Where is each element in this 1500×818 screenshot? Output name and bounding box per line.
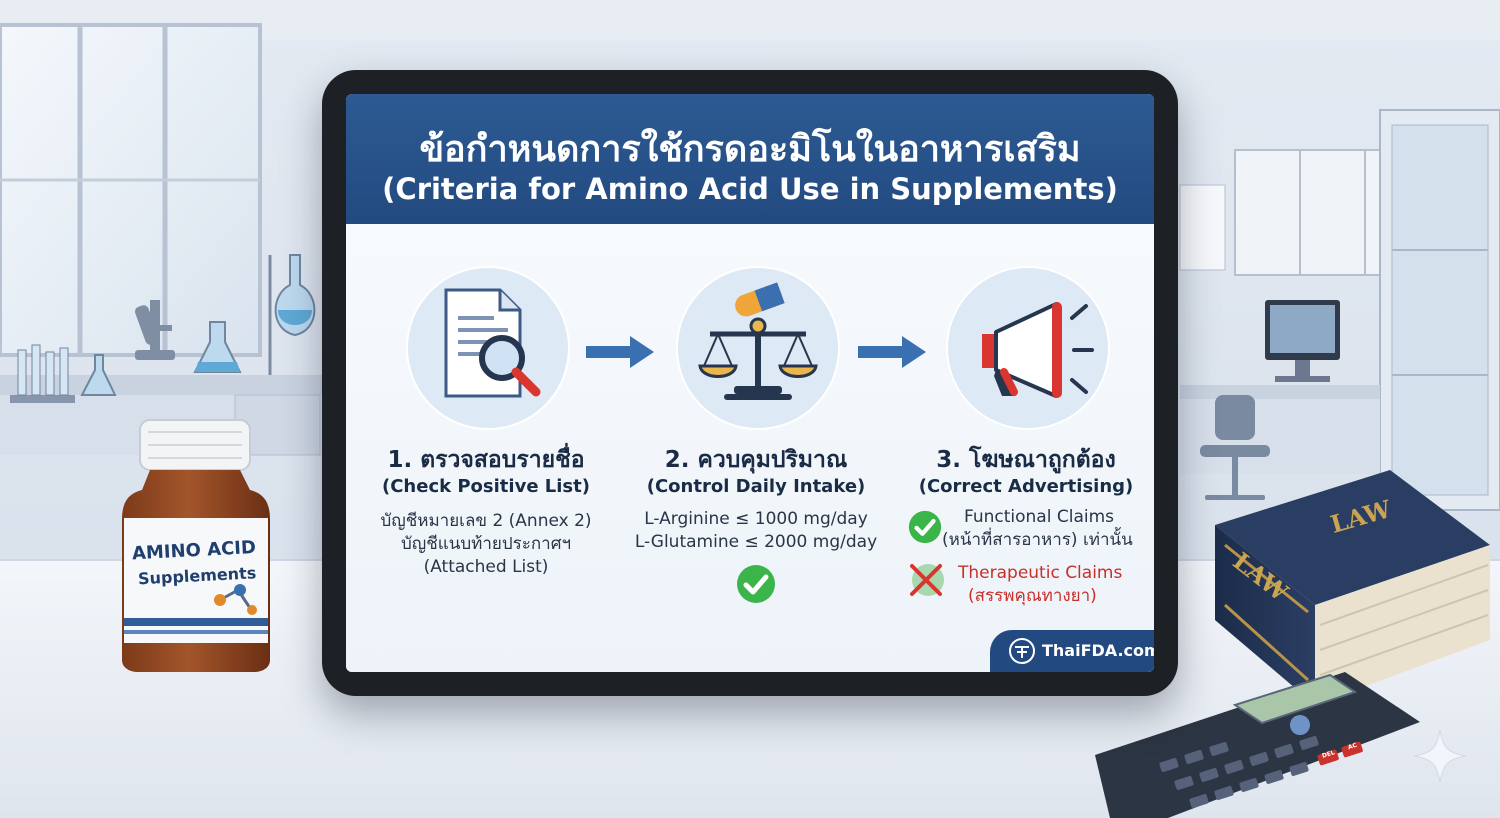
step1-block: 1. ตรวจสอบรายชื่อ (Check Positive List) … [361,224,611,672]
calculator [1095,672,1420,818]
step1-subtitle: (Check Positive List) [382,476,590,497]
check-icon [737,565,775,603]
window [0,23,262,357]
check-icon [908,510,942,544]
step3-icon-circle [946,266,1110,430]
step1-icon-circle [406,266,570,430]
step3-title: 3. โฆษณาถูกต้อง [936,447,1116,473]
chair-icon [1200,395,1270,500]
step2-line2: L-Glutamine ≤ 2000 mg/day [634,532,878,552]
denied-claim-line2: (สรรพคุณทางยา) [968,586,1097,606]
cross-icon [910,564,944,596]
allowed-claim-line2: (หน้าที่สารอาหาร) เท่านั้น [942,530,1133,550]
law-book [1215,470,1490,705]
step1-line1: บัญชีหมายเลข 2 (Annex 2) [380,511,592,531]
title-english: (Criteria for Amino Acid Use in Suppleme… [382,172,1118,206]
step3-subtitle: (Correct Advertising) [918,476,1134,497]
flask-icon [80,254,316,396]
supplement-bottle [122,419,270,672]
denied-claim-line1: Therapeutic Claims [958,563,1123,583]
step2-icon-circle [676,266,840,430]
sparkle-icon [1413,729,1467,783]
step1-line3: (Attached List) [423,557,549,577]
megaphone-icon [982,302,1094,398]
arrow-right-icon [586,336,654,368]
criteria-content: 1. ตรวจสอบรายชื่อ (Check Positive List) … [346,224,1154,672]
microscope-icon [134,300,175,360]
step2-subtitle: (Control Daily Intake) [646,476,866,497]
brand-name: ThaiFDA.com [1042,641,1154,660]
logo-icon [1009,638,1035,664]
step1-title: 1. ตรวจสอบรายชื่อ [387,447,585,473]
step2-title: 2. ควบคุมปริมาณ [664,447,848,473]
test-tubes-icon [10,344,75,403]
step1-line2: บัญชีแนบท้ายประกาศฯ [400,534,572,554]
arrow-right-icon [858,336,926,368]
document-search-icon [444,288,541,398]
allowed-claim-line1: Functional Claims [964,507,1115,527]
scale-capsule-icon [698,282,818,400]
step2-line1: L-Arginine ≤ 1000 mg/day [644,509,868,529]
brand-badge: ThaiFDA.com [990,630,1154,672]
step2-block: 2. ควบคุมปริมาณ (Control Daily Intake) L… [631,224,881,672]
step3-block: 3. โฆษณาถูกต้อง (Correct Advertising) [901,224,1151,672]
title-banner: ข้อกำหนดการใช้กรดอะมิโนในอาหารเสริม (Cri… [346,94,1154,224]
tablet-device: ข้อกำหนดการใช้กรดอะมิโนในอาหารเสริม (Cri… [322,70,1178,696]
tablet-screen: ข้อกำหนดการใช้กรดอะมิโนในอาหารเสริม (Cri… [346,94,1154,672]
title-thai: ข้อกำหนดการใช้กรดอะมิโนในอาหารเสริม [419,129,1081,170]
